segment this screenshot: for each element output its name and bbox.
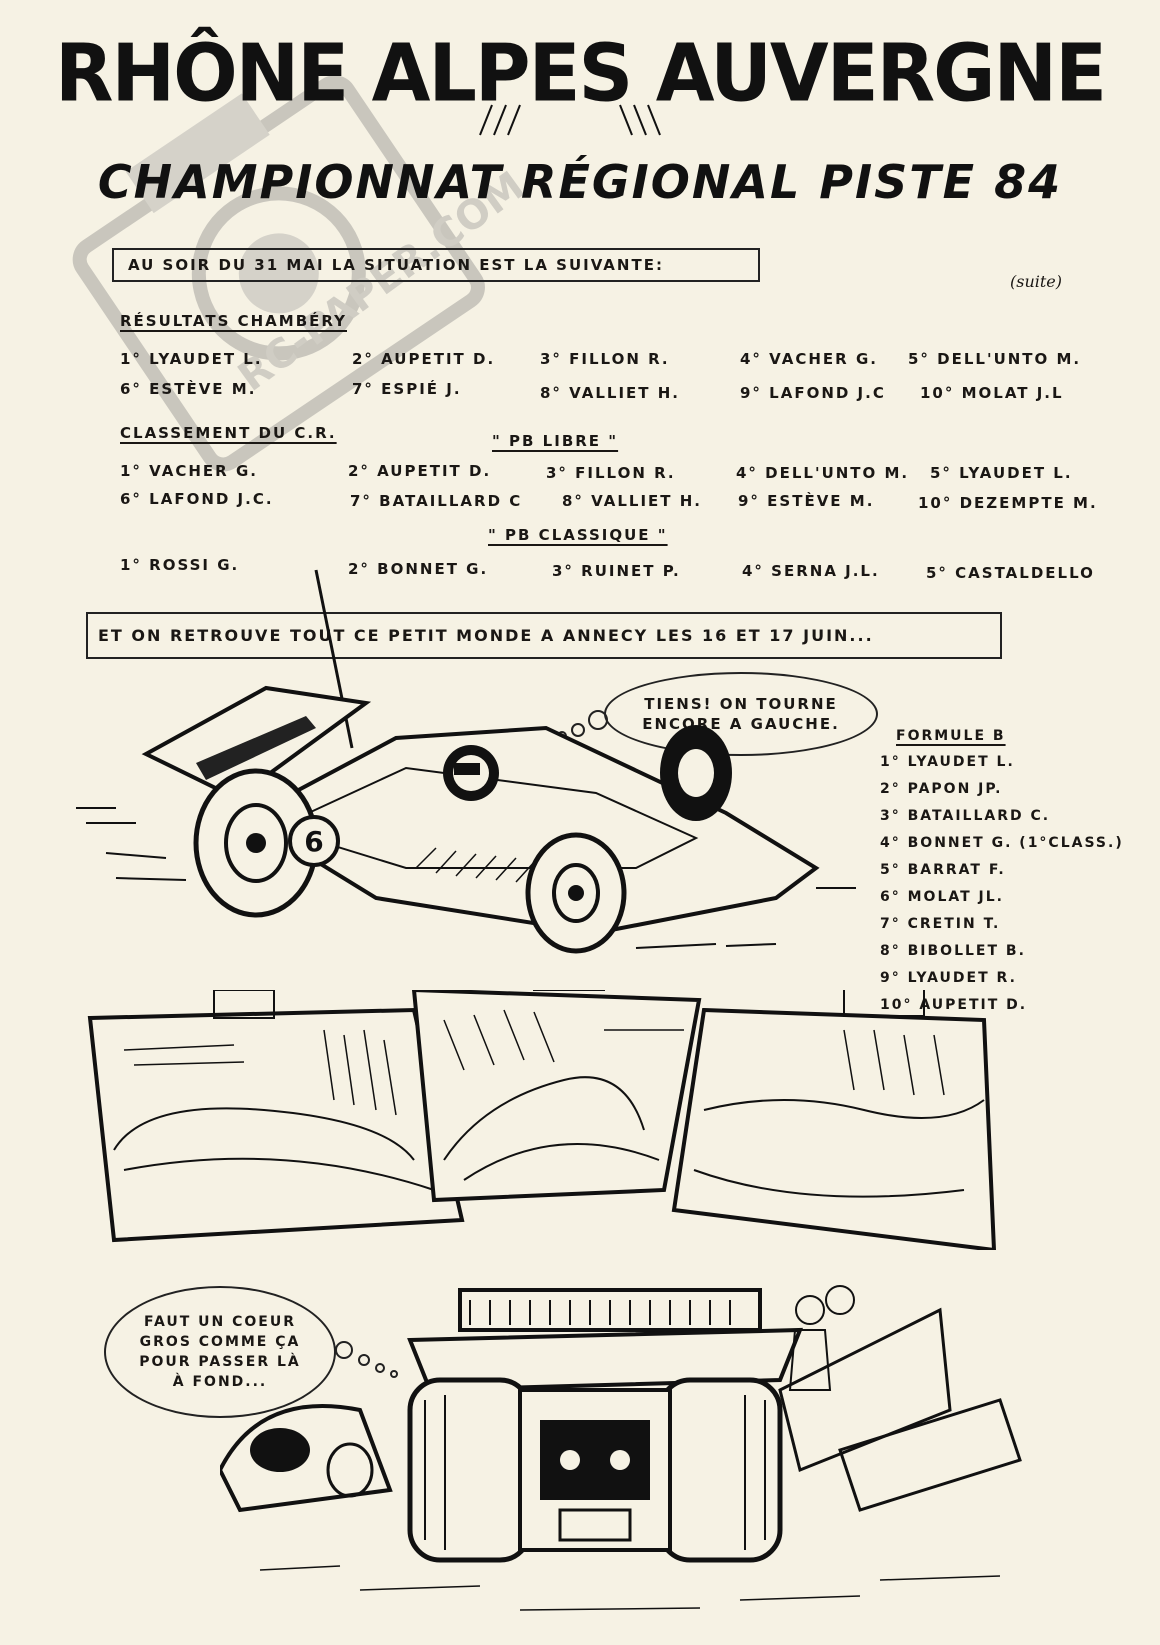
formule-b-item: 6° MOLAT JL.	[880, 889, 1004, 905]
thought-bubble-bottom: FAUT UN COEUR GROS COMME ÇA POUR PASSER …	[104, 1286, 336, 1418]
formule-b-item: 10° AUPETIT D.	[880, 997, 1028, 1013]
bubble-line: FAUT UN COEUR	[144, 1314, 296, 1330]
formule-b-item: 7° CRETIN T.	[880, 916, 1001, 932]
formule-b-item: 5° BARRAT F.	[880, 862, 1006, 878]
results-heading: RÉSULTATS CHAMBÉRY	[120, 312, 347, 330]
result-item: 1° LYAUDET L.	[120, 350, 263, 368]
pb-classique-label: " PB CLASSIQUE "	[488, 526, 668, 544]
situation-banner: AU SOIR DU 31 MAI LA SITUATION EST LA SU…	[112, 248, 760, 282]
suite-note: (suite)	[1010, 272, 1063, 291]
pb-libre-label: " PB LIBRE "	[492, 432, 619, 450]
formule-b-item: 9° LYAUDET R.	[880, 970, 1017, 986]
race-car-illustration: 6	[76, 569, 856, 954]
result-item: 10° MOLAT J.L	[920, 384, 1064, 402]
thought-dots	[335, 1341, 398, 1378]
track-sketches	[87, 990, 997, 1250]
bubble-line: À FOND...	[172, 1374, 268, 1390]
standing-item: 2° BONNET G.	[348, 560, 489, 578]
result-item: 2° AUPETIT D.	[352, 350, 496, 368]
standing-item: 10° DEZEMPTE M.	[918, 494, 1098, 512]
result-item: 3° FILLON R.	[540, 350, 670, 368]
formule-b-item: 2° PAPON JP.	[880, 781, 1003, 797]
bubble-line: TIENS! ON TOURNE	[644, 695, 838, 713]
standing-item: 2° AUPETIT D.	[348, 462, 492, 480]
result-item: 6° ESTÈVE M.	[120, 380, 257, 398]
standing-item: 4° DELL'UNTO M.	[736, 464, 910, 482]
track-sketch-right	[671, 990, 997, 1250]
result-item: 7° ESPIÉ J.	[352, 380, 462, 398]
result-item: 4° VACHER G.	[740, 350, 878, 368]
standings-heading: CLASSEMENT DU C.R.	[120, 424, 337, 442]
bubble-line: POUR PASSER LÀ	[139, 1354, 301, 1370]
standing-item: 3° FILLON R.	[546, 464, 676, 482]
formule-b-item: 4° BONNET G. (1°Class.)	[880, 835, 1124, 851]
title-flourish	[479, 104, 661, 136]
annecy-banner: ET ON RETROUVE TOUT CE PETIT MONDE A ANN…	[86, 612, 1002, 659]
result-item: 5° DELL'UNTO M.	[908, 350, 1082, 368]
formule-b-item: 8° BIBOLLET B.	[880, 943, 1026, 959]
standing-item: 6° LAFOND J.C.	[120, 490, 274, 508]
page-title: RHÔNE ALPES AUVERGNE	[54, 25, 1107, 120]
bubble-line: GROS COMME ÇA	[139, 1334, 301, 1350]
standing-item: 8° VALLIET H.	[562, 492, 703, 510]
standing-item: 7° BATAILLARD C	[350, 492, 523, 510]
track-sketch-left	[87, 990, 465, 1243]
camera-watermark-icon	[72, 75, 485, 472]
standing-item: 5° CASTALDELLO	[926, 564, 1095, 582]
result-item: 9° LAFOND J.C	[740, 384, 886, 402]
track-sketch-middle	[411, 990, 702, 1203]
formule-b-item: 3° BATAILLARD C.	[880, 808, 1051, 824]
page-subtitle: CHAMPIONNAT RÉGIONAL PISTE 84	[97, 155, 1063, 209]
formule-b-heading: FORMULE B	[896, 728, 1006, 744]
thought-bubble-top: TIENS! ON TOURNE ENCORE A GAUCHE.	[604, 672, 878, 756]
standing-item: 1° ROSSI G.	[120, 556, 240, 574]
formule-b-list: 1° LYAUDET L. 2° PAPON JP. 3° BATAILLARD…	[880, 754, 1124, 1024]
standing-item: 1° VACHER G.	[120, 462, 258, 480]
standing-item: 4° SERNA J.L.	[742, 562, 880, 580]
standing-item: 5° LYAUDET L.	[930, 464, 1073, 482]
formule-b-item: 1° LYAUDET L.	[880, 754, 1015, 770]
car-number: 6	[304, 825, 323, 858]
watermark: RC-PAPER.COM	[23, 15, 556, 565]
result-item: 8° VALLIET H.	[540, 384, 681, 402]
standing-item: 9° ESTÈVE M.	[738, 492, 875, 510]
standing-item: 3° RUINET P.	[552, 562, 681, 580]
rear-car-illustration	[220, 1285, 1022, 1611]
